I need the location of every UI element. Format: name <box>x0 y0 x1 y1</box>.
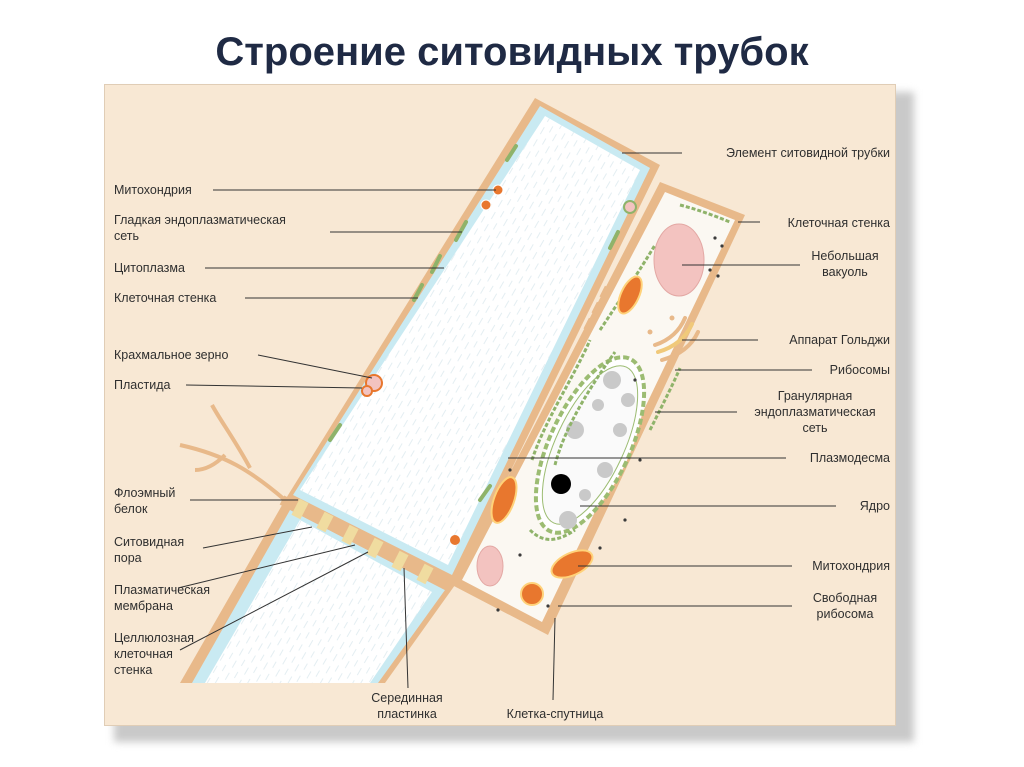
label-granular-er: Гранулярная эндоплазматическая сеть <box>754 389 876 435</box>
label-middle-lamella: Серединная пластинка <box>371 691 443 721</box>
companion-mitochondria <box>490 275 643 606</box>
label-plasmodesma: Плазмодесма <box>809 451 890 465</box>
vacuole-lower <box>476 545 504 587</box>
label-companion-cell: Клетка-спутница <box>506 707 604 721</box>
small-vacuole <box>653 223 705 297</box>
label-cell-wall-left: Клеточная стенка <box>114 291 217 305</box>
label-smooth-er: Гладкая эндоплазматическая сеть <box>114 213 286 243</box>
label-golgi: Аппарат Гольджи <box>789 333 890 347</box>
leader-lines <box>177 152 836 701</box>
label-cellulose-wall: Целлюлозная клеточная стенка <box>114 631 195 677</box>
label-cell-wall-right: Клеточная стенка <box>787 216 890 230</box>
label-starch-grain: Крахмальное зерно <box>114 348 229 362</box>
granular-er <box>528 203 731 541</box>
golgi-apparatus <box>647 315 700 362</box>
label-phloem-protein: Флоэмный белок <box>114 486 176 516</box>
nucleolus <box>551 474 571 494</box>
page-title: Строение ситовидных трубок <box>215 30 809 74</box>
neighbor-cell-walls <box>179 404 287 502</box>
label-small-vacuole: Небольшая вакуоль <box>811 249 879 279</box>
nucleus <box>533 355 647 535</box>
label-plastid: Пластида <box>114 378 171 392</box>
free-ribosomes <box>496 236 724 612</box>
label-sieve-pore: Ситовидная пора <box>114 535 185 565</box>
sieve-tube-element-lower <box>180 500 455 683</box>
label-nucleus: Ядро <box>859 499 890 513</box>
sieve-plate <box>279 495 455 593</box>
sieve-tube-organelles <box>361 184 637 545</box>
label-mitochondria-right: Митохондрия <box>812 559 890 573</box>
sieve-tube-element-upper <box>285 98 660 585</box>
label-cytoplasm: Цитоплазма <box>114 261 185 275</box>
label-mitochondria-left: Митохондрия <box>114 183 192 197</box>
label-ribosomes: Рибосомы <box>829 363 890 377</box>
label-plasma-membrane: Плазматическая мембрана <box>114 583 210 613</box>
label-sieve-element: Элемент ситовидной трубки <box>726 146 890 160</box>
label-free-ribosome: Свободная рибосома <box>812 591 878 621</box>
